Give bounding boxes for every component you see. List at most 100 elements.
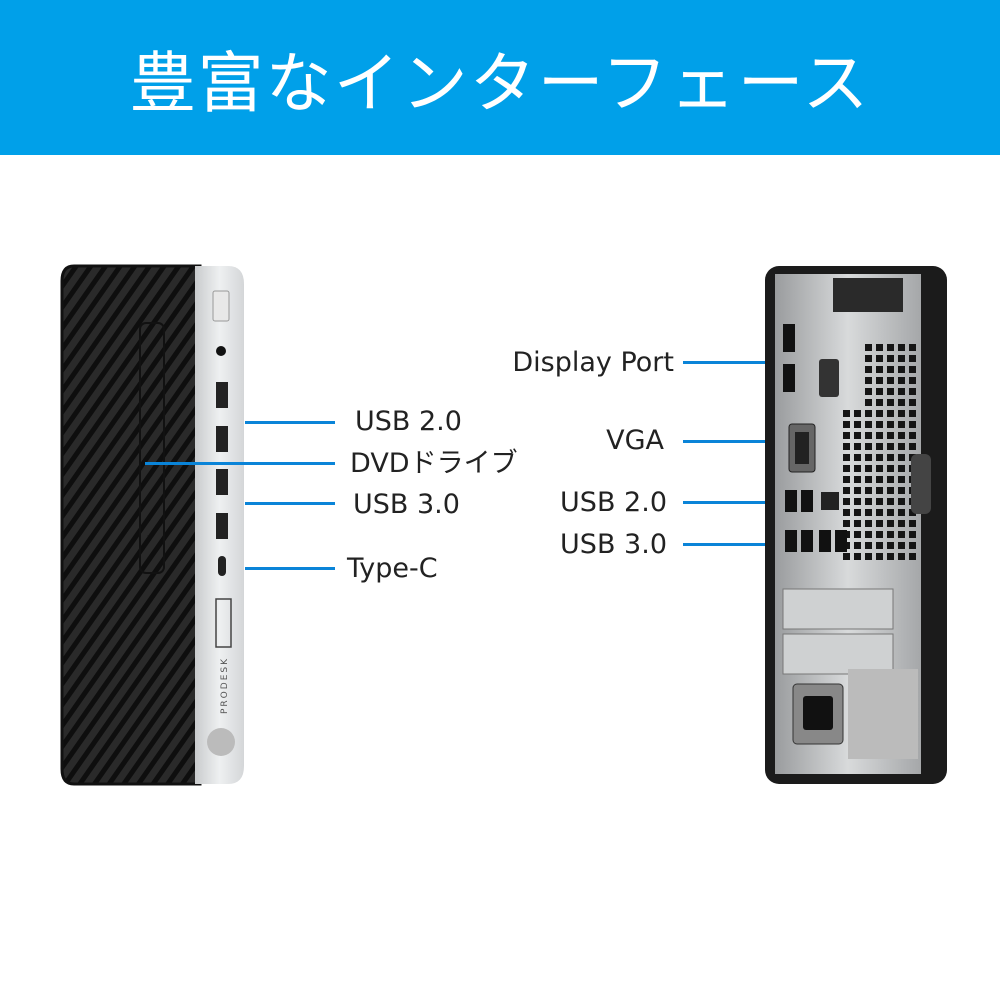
vent-hole <box>865 410 872 417</box>
vent-hole <box>898 454 905 461</box>
vent-hole <box>865 454 872 461</box>
vent-hole <box>865 366 872 373</box>
vent-hole <box>876 443 883 450</box>
vent-hole <box>876 377 883 384</box>
vent-hole <box>876 399 883 406</box>
ethernet-port <box>821 492 839 510</box>
vent-hole <box>854 531 861 538</box>
vent-hole <box>876 509 883 516</box>
vent-hole <box>898 399 905 406</box>
vent-hole <box>898 531 905 538</box>
vent-hole <box>909 432 916 439</box>
vent-hole <box>854 542 861 549</box>
callout-line <box>683 440 765 443</box>
callout-line <box>245 567 335 570</box>
vent-hole <box>909 344 916 351</box>
label-type-c: Type-C <box>347 553 438 584</box>
vent-hole <box>898 443 905 450</box>
vent-hole <box>865 443 872 450</box>
vent-hole <box>865 509 872 516</box>
usb-port <box>785 490 797 512</box>
vent-hole <box>843 432 850 439</box>
vent-hole <box>865 487 872 494</box>
rear-pc-image <box>765 266 947 784</box>
vent-hole <box>898 410 905 417</box>
vent-hole <box>865 355 872 362</box>
label-display-port: Display Port <box>512 347 674 378</box>
usb-port <box>216 513 228 539</box>
vent-hole <box>876 542 883 549</box>
vent-hole <box>865 531 872 538</box>
vent-hole <box>876 388 883 395</box>
label-dvd-drive: DVDドライブ <box>350 448 518 479</box>
vent-hole <box>887 476 894 483</box>
vent-hole <box>909 542 916 549</box>
vent-hole <box>865 498 872 505</box>
vent-hole <box>876 432 883 439</box>
vent-hole <box>887 542 894 549</box>
vent-hole <box>854 520 861 527</box>
vent-hole <box>843 410 850 417</box>
vent-hole <box>887 520 894 527</box>
vent-hole <box>876 476 883 483</box>
vent-hole <box>865 542 872 549</box>
vent-hole <box>854 498 861 505</box>
vent-hole <box>876 553 883 560</box>
vent-hole <box>887 509 894 516</box>
vent-hole <box>843 509 850 516</box>
vent-hole <box>887 377 894 384</box>
vent-hole <box>843 443 850 450</box>
vent-hole <box>876 531 883 538</box>
vent-hole <box>854 553 861 560</box>
vent-hole <box>909 443 916 450</box>
label-usb-3-front: USB 3.0 <box>353 489 460 520</box>
vent-hole <box>887 421 894 428</box>
vent-hole <box>898 377 905 384</box>
vent-hole <box>876 454 883 461</box>
callout-line <box>245 502 335 505</box>
vent-hole <box>898 366 905 373</box>
vent-hole <box>909 520 916 527</box>
usb-port <box>216 426 228 452</box>
vent-hole <box>876 355 883 362</box>
vent-hole <box>843 553 850 560</box>
callout-line <box>145 462 335 465</box>
brand-text: PRODESK <box>220 657 230 714</box>
serial-port <box>819 359 839 397</box>
vent-hole <box>887 487 894 494</box>
vent-hole <box>854 443 861 450</box>
vent-hole <box>843 498 850 505</box>
vent-hole <box>865 432 872 439</box>
vent-hole <box>909 553 916 560</box>
callout-line <box>683 501 765 504</box>
vent-hole <box>876 487 883 494</box>
vent-hole <box>887 454 894 461</box>
vent-hole <box>898 553 905 560</box>
vent-hole <box>865 344 872 351</box>
vent-hole <box>854 509 861 516</box>
displayport <box>783 324 795 352</box>
vent-hole <box>887 355 894 362</box>
page-title: 豊富なインターフェース <box>129 44 871 122</box>
usb-port <box>835 530 847 552</box>
hp-logo <box>207 728 235 756</box>
vent-hole <box>887 432 894 439</box>
label-usb-2-rear: USB 2.0 <box>560 487 667 518</box>
vent-hole <box>909 377 916 384</box>
vent-hole <box>898 498 905 505</box>
vent-hole <box>898 421 905 428</box>
label-usb-2-front: USB 2.0 <box>355 406 462 437</box>
vent-hole <box>843 465 850 472</box>
vent-hole <box>865 465 872 472</box>
vent-hole <box>887 399 894 406</box>
usb-port <box>801 530 813 552</box>
header-banner: 豊富なインターフェース <box>0 0 1000 155</box>
vent-hole <box>909 421 916 428</box>
vent-hole <box>854 476 861 483</box>
vent-hole <box>854 432 861 439</box>
vent-hole <box>909 366 916 373</box>
vent-hole <box>843 487 850 494</box>
displayport <box>783 364 795 392</box>
vent-hole <box>887 443 894 450</box>
front-pc-image: PRODESK <box>60 264 244 786</box>
